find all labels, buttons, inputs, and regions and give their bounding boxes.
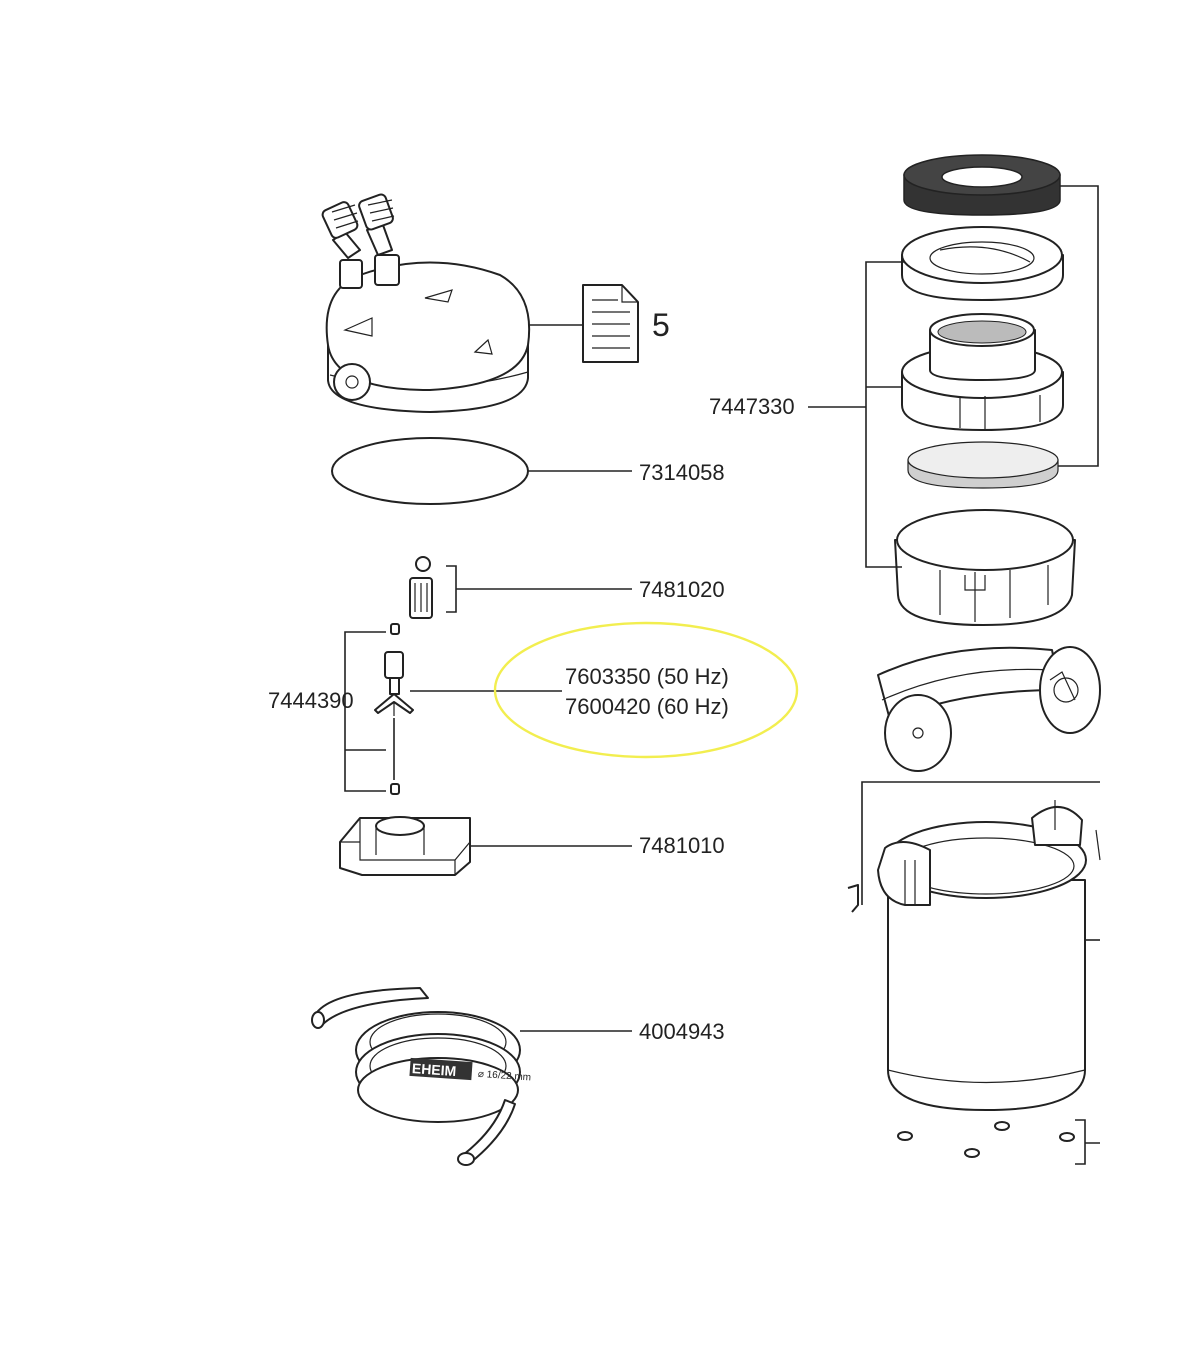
label-impeller-cover: 7481020 xyxy=(639,577,725,602)
pump-head[interactable] xyxy=(321,193,531,413)
impeller-cover[interactable] xyxy=(409,556,433,619)
head-doc-number: 5 xyxy=(652,307,670,343)
canister-feet[interactable] xyxy=(897,1121,1075,1158)
hose-brand: EHEIM xyxy=(411,1060,456,1079)
media-basket-bottom[interactable] xyxy=(894,509,1076,626)
label-impeller-60hz: 7600420 (60 Hz) xyxy=(565,694,729,719)
foam-filter-ring[interactable] xyxy=(903,154,1061,216)
label-impeller-50hz: 7603350 (50 Hz) xyxy=(565,664,729,689)
media-container-sieve[interactable] xyxy=(901,313,1064,431)
label-o-ring: 7314058 xyxy=(639,460,725,485)
hose-brand-band xyxy=(409,1057,473,1081)
motor-holder[interactable] xyxy=(339,816,471,876)
filter-pad[interactable] xyxy=(907,441,1059,489)
document-icon xyxy=(582,284,639,363)
label-impeller-axle-set: 7444390 xyxy=(268,688,354,713)
label-media-set: 7447330 xyxy=(709,394,795,419)
hose-size: ⌀ 16/22 mm xyxy=(477,1069,531,1084)
o-ring[interactable] xyxy=(331,437,529,505)
filter-canister[interactable] xyxy=(847,800,1101,1111)
canister-handle[interactable] xyxy=(877,646,1101,772)
label-motor-holder: 7481010 xyxy=(639,833,725,858)
label-hose: 4004943 xyxy=(639,1019,725,1044)
impeller-highlight xyxy=(493,621,799,759)
media-tray-top[interactable] xyxy=(901,226,1064,301)
impeller-rotor[interactable] xyxy=(374,623,414,795)
